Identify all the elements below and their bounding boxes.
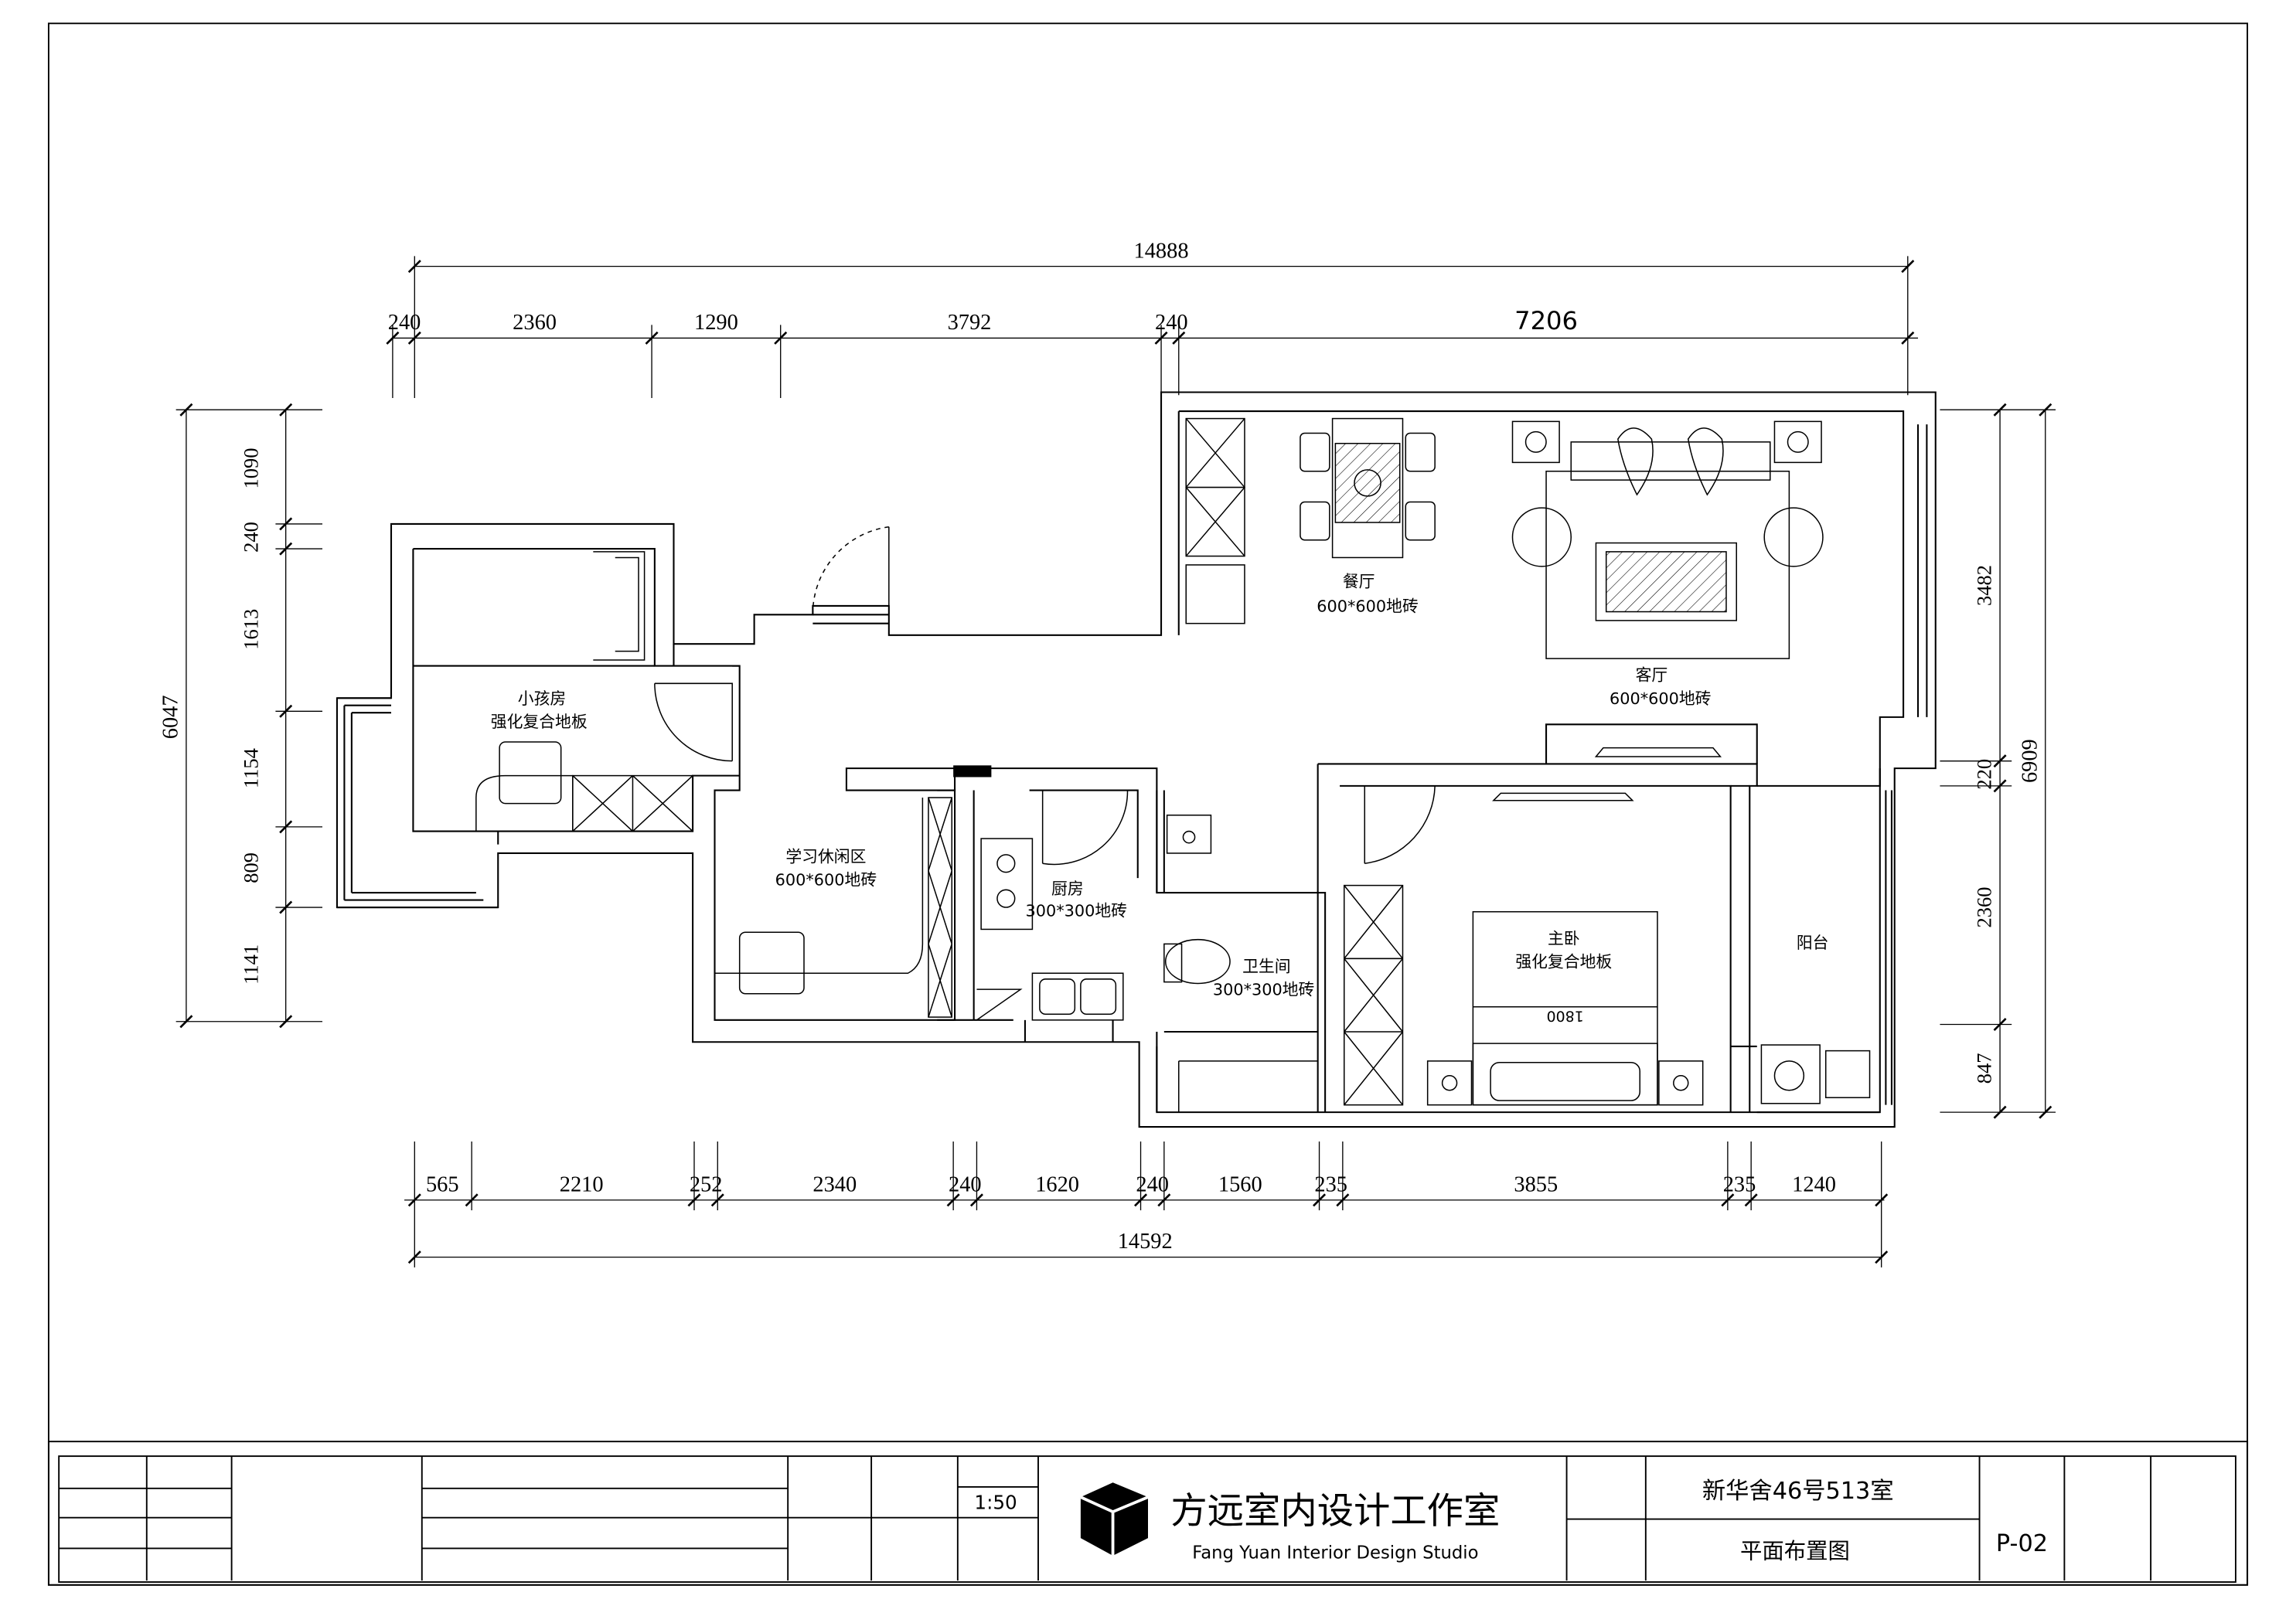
dim-top-1: 240 [388, 311, 421, 335]
walls [336, 391, 1937, 1128]
room-study-floor: 600*600地砖 [775, 871, 877, 890]
dimension-ticks [179, 260, 2052, 1264]
dim-right-total: 6909 [2018, 739, 2042, 783]
room-dining-name: 餐厅 [1343, 572, 1375, 590]
dim-bottom-4: 2340 [812, 1172, 857, 1196]
title-block [47, 1441, 2249, 1586]
dim-bottom-11: 235 [1723, 1172, 1756, 1196]
dim-bottom-12: 1240 [1792, 1172, 1836, 1196]
doors [654, 526, 1436, 866]
room-dining-floor: 600*600地砖 [1317, 597, 1418, 616]
dim-right-2: 220 [1973, 759, 1996, 790]
dim-top-4: 3792 [948, 311, 992, 335]
room-study-name: 学习休闲区 [785, 847, 866, 866]
room-kids-floor: 强化复合地板 [491, 713, 588, 731]
furniture [475, 417, 1871, 1113]
dim-bottom-8: 1560 [1218, 1172, 1262, 1196]
column-marker [953, 765, 992, 777]
room-kids-name: 小孩房 [518, 689, 566, 708]
dim-left-3: 1613 [240, 609, 263, 650]
dim-bottom-9: 235 [1314, 1172, 1347, 1196]
scale-value: 1:50 [974, 1491, 1017, 1513]
dim-top-total: 14888 [1134, 239, 1189, 263]
dim-left-6: 1141 [240, 944, 263, 985]
room-bathroom-name: 卫生间 [1242, 957, 1290, 975]
room-kitchen-floor: 300*300地砖 [1025, 901, 1126, 920]
dim-bottom-6: 1620 [1035, 1172, 1079, 1196]
room-living-name: 客厅 [1636, 666, 1668, 685]
dim-right-4: 847 [1973, 1053, 1996, 1084]
dim-top-3: 1290 [694, 311, 738, 335]
dim-bottom-10: 3855 [1514, 1172, 1558, 1196]
room-master-floor: 强化复合地板 [1515, 953, 1612, 971]
dim-left-4: 1154 [240, 748, 263, 788]
dim-top-2: 2360 [513, 311, 557, 335]
dim-bottom-total: 14592 [1118, 1230, 1173, 1254]
room-balcony-name: 阳台 [1797, 934, 1829, 952]
dim-bottom-5: 240 [949, 1172, 982, 1196]
dimension-lines [175, 256, 2056, 1267]
room-living-floor: 600*600地砖 [1610, 689, 1711, 708]
sheet-number: P-02 [1996, 1530, 2048, 1557]
dim-left-5: 809 [240, 852, 263, 883]
studio-logo-icon [1080, 1482, 1149, 1556]
project-name: 新华舍46号513室 [1702, 1478, 1894, 1505]
dim-bottom-7: 240 [1136, 1172, 1169, 1196]
dim-left-1: 1090 [240, 447, 263, 488]
dim-right-1: 3482 [1973, 565, 1996, 606]
studio-name-cn: 方远室内设计工作室 [1170, 1490, 1500, 1533]
dim-top-6: 7206 [1514, 306, 1578, 335]
studio-name-en: Fang Yuan Interior Design Studio [1192, 1543, 1478, 1563]
drawing-name: 平面布置图 [1740, 1539, 1850, 1564]
dim-bottom-1: 565 [426, 1172, 459, 1196]
dim-right-3: 2360 [1973, 887, 1996, 928]
room-kitchen-name: 厨房 [1051, 880, 1084, 898]
dim-bottom-3: 252 [690, 1172, 723, 1196]
room-master-name: 主卧 [1548, 929, 1580, 948]
dim-left-total: 6047 [159, 695, 183, 739]
dim-left-2: 240 [240, 522, 263, 553]
dim-top-5: 240 [1155, 311, 1188, 335]
room-bathroom-floor: 300*300地砖 [1213, 981, 1314, 999]
dim-bottom-2: 2210 [560, 1172, 604, 1196]
room-labels: 餐厅 600*600地砖 客厅 600*600地砖 小孩房 强化复合地板 学习休… [491, 572, 1829, 1024]
bed-width-label: 1800 [1547, 1007, 1584, 1024]
